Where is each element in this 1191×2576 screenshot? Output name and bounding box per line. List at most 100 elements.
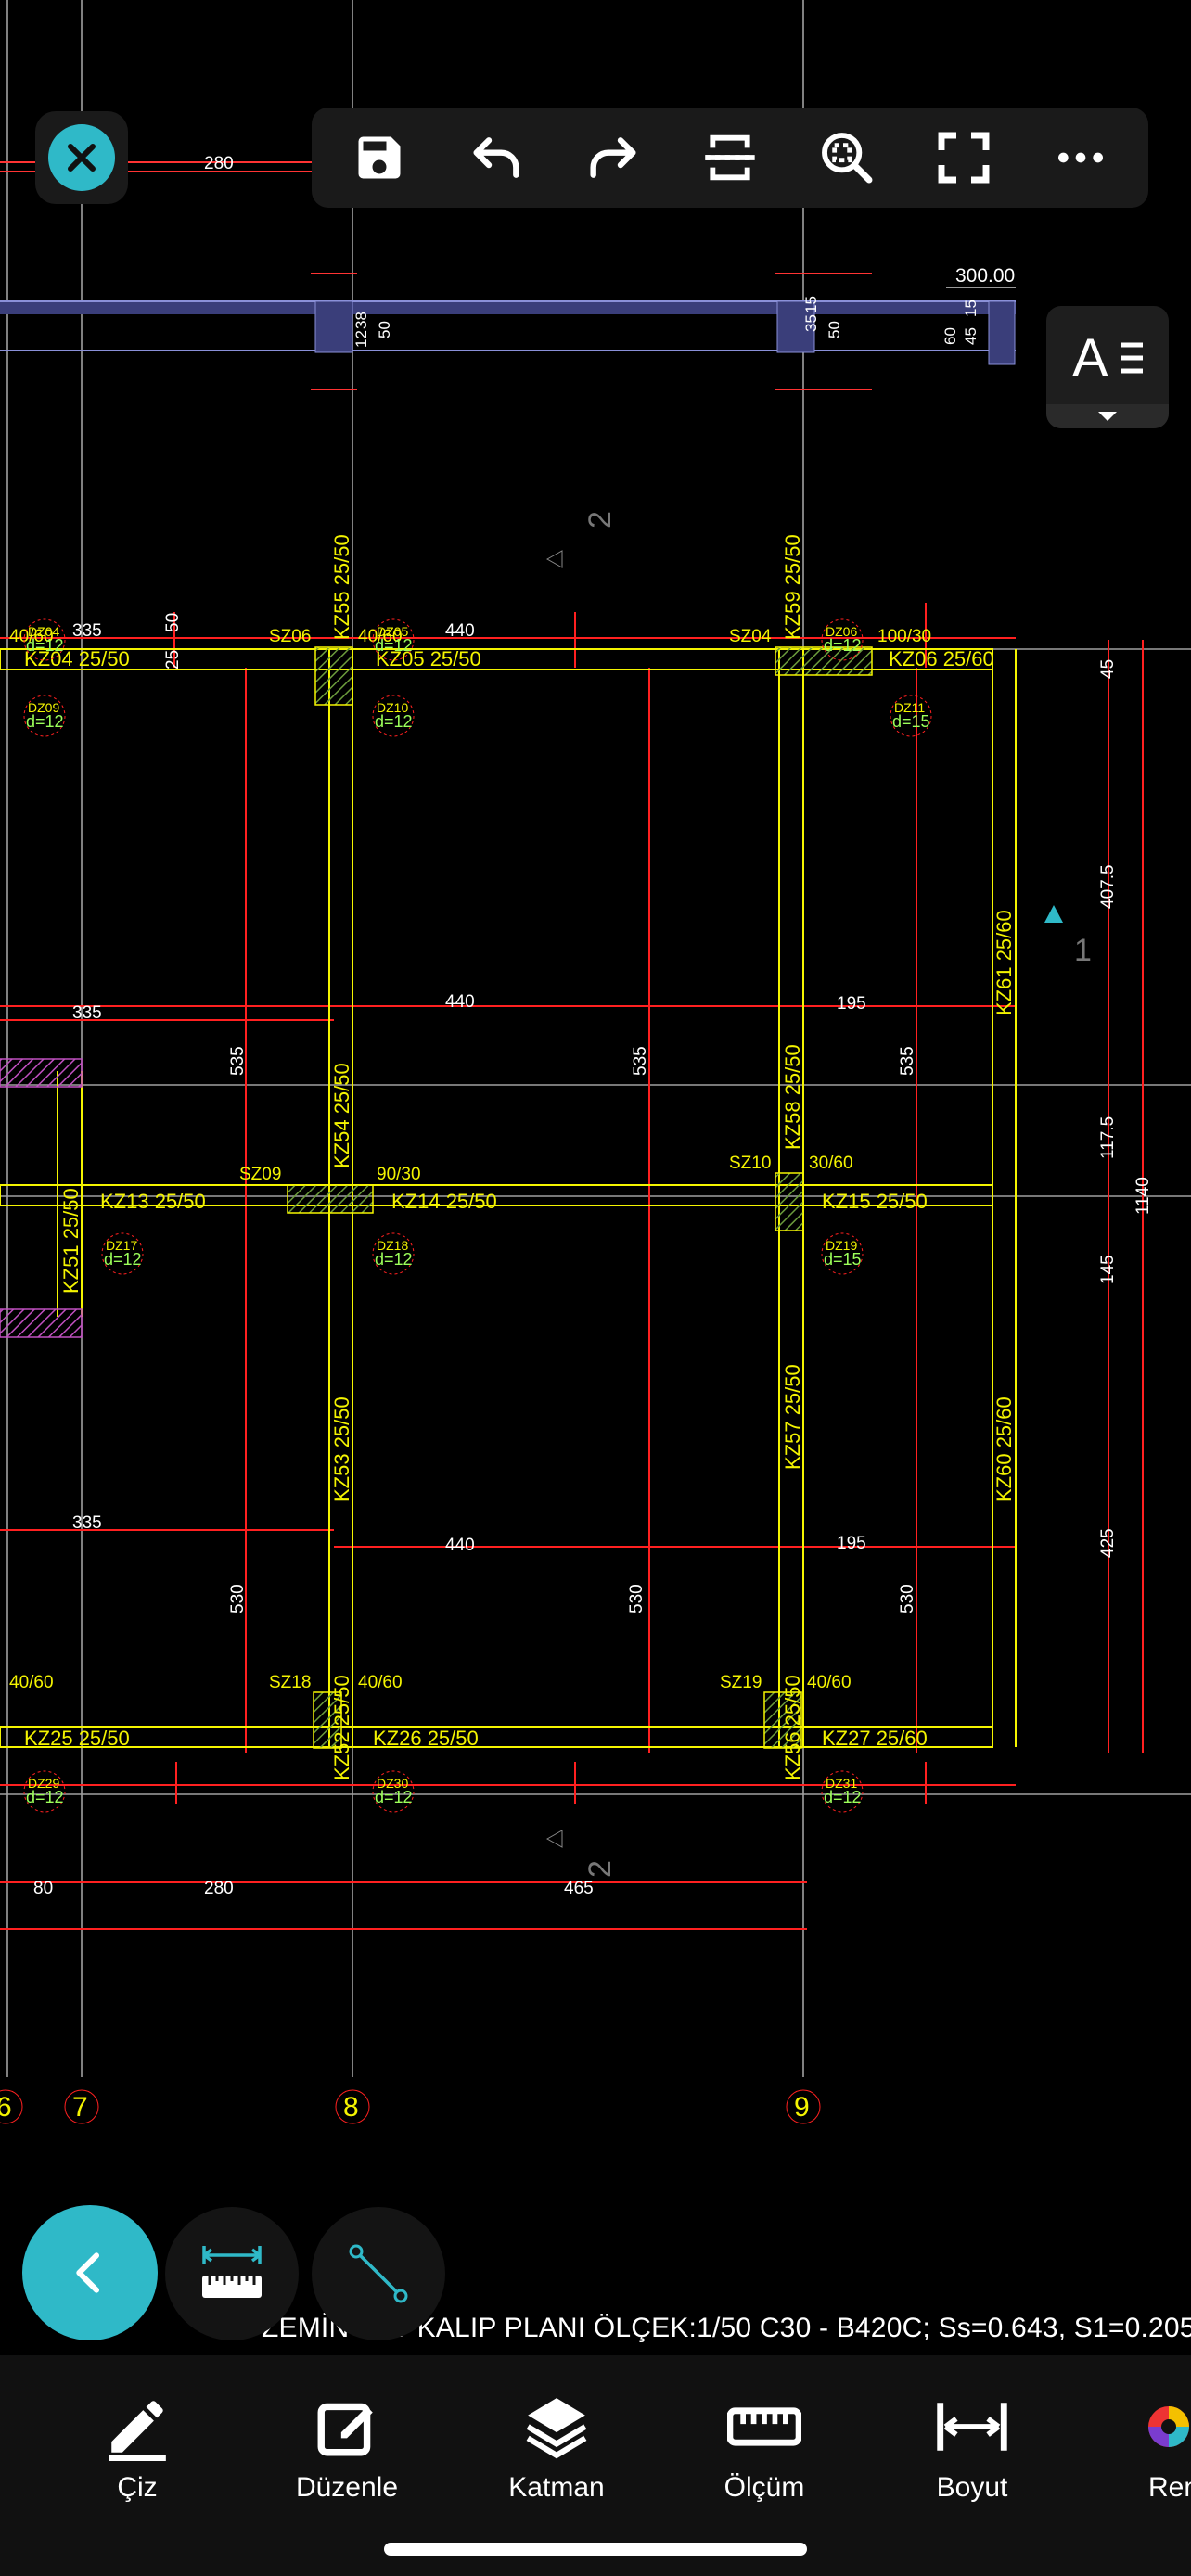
svg-text:KZ52 25/50: KZ52 25/50	[330, 1675, 353, 1780]
nav-measure[interactable]: Ölçüm	[681, 2389, 848, 2504]
svg-text:KZ58 25/50: KZ58 25/50	[781, 1044, 804, 1150]
close-button[interactable]	[35, 111, 128, 204]
beam-kz26: KZ26 25/50	[373, 1727, 479, 1750]
svg-text:SZ09: SZ09	[239, 1165, 281, 1184]
svg-text:7: 7	[72, 2092, 88, 2123]
svg-text:40/60: 40/60	[358, 627, 403, 646]
svg-text:A: A	[1072, 328, 1108, 389]
text-style-button[interactable]: A	[1046, 306, 1169, 428]
edit-icon	[317, 2403, 373, 2456]
svg-text:DZ05: DZ05	[377, 624, 408, 639]
svg-text:DZ10: DZ10	[377, 700, 408, 715]
ruler-icon	[202, 2246, 262, 2298]
svg-text:35: 35	[802, 314, 820, 332]
undo-button[interactable]	[457, 119, 535, 197]
svg-text:DZ09: DZ09	[28, 700, 59, 715]
svg-text:2: 2	[583, 511, 618, 529]
svg-text:d=12: d=12	[375, 1788, 413, 1806]
svg-text:45: 45	[962, 327, 980, 345]
beam-kz06: KZ06 25/60	[889, 647, 994, 670]
section-button[interactable]	[691, 119, 769, 197]
svg-text:50: 50	[376, 321, 393, 338]
svg-text:15: 15	[962, 300, 980, 317]
svg-text:195: 195	[837, 1534, 866, 1553]
svg-text:DZ31: DZ31	[826, 1776, 857, 1791]
svg-text:SZ04: SZ04	[729, 627, 772, 646]
svg-text:KZ53 25/50: KZ53 25/50	[330, 1396, 353, 1502]
save-icon	[358, 136, 401, 179]
svg-text:SZ06: SZ06	[269, 627, 311, 646]
nav-color[interactable]: Ren	[1095, 2389, 1191, 2504]
svg-text:407.5: 407.5	[1098, 864, 1118, 909]
svg-text:535: 535	[228, 1046, 248, 1076]
svg-text:280: 280	[204, 1879, 234, 1898]
nav-layer[interactable]: Katman	[473, 2389, 640, 2504]
svg-text:535: 535	[631, 1046, 650, 1076]
svg-text:DZ04: DZ04	[28, 624, 59, 639]
bottom-navigation: Çiz Düzenle Katman Ölçüm Boyut Ren	[0, 2355, 1191, 2576]
beam-kz05: KZ05 25/50	[376, 647, 481, 670]
ruler-tool-button[interactable]	[165, 2207, 299, 2340]
svg-text:DZ17: DZ17	[106, 1238, 137, 1253]
dimension-labels: 335 440 335 440 195 335 440 195 80 280 4…	[33, 613, 1153, 1898]
nav-dimension[interactable]: Boyut	[889, 2389, 1056, 2504]
top-toolbar	[312, 108, 1148, 208]
fullscreen-icon	[938, 132, 990, 184]
home-indicator[interactable]	[384, 2543, 807, 2556]
beam-kz25: KZ25 25/50	[24, 1727, 130, 1750]
beam-kz14: KZ14 25/50	[391, 1190, 497, 1213]
svg-text:50: 50	[826, 321, 843, 338]
svg-text:530: 530	[898, 1584, 917, 1613]
svg-text:45: 45	[1098, 659, 1118, 679]
section-markers: 2 1 2	[545, 511, 1092, 1878]
svg-text:12: 12	[352, 330, 370, 348]
svg-text:440: 440	[445, 621, 475, 641]
fullscreen-button[interactable]	[925, 119, 1003, 197]
svg-text:535: 535	[898, 1046, 917, 1076]
svg-text:117.5: 117.5	[1098, 1116, 1118, 1159]
section-elevation: 280 300.00 38 12 50 35 15 50 60 45 15	[0, 154, 1016, 390]
nav-draw[interactable]: Çiz	[54, 2389, 221, 2504]
svg-text:100/30: 100/30	[877, 627, 931, 646]
vertical-beam-labels: KZ55 25/50 KZ59 25/50 KZ54 25/50 KZ58 25…	[59, 534, 1016, 1780]
grid-bubble-8: 8	[335, 2089, 370, 2124]
text-style-icon: A	[1072, 328, 1143, 389]
svg-text:KZ55 25/50: KZ55 25/50	[330, 534, 353, 640]
back-button[interactable]	[22, 2205, 158, 2340]
section-icon	[705, 134, 755, 181]
save-button[interactable]	[340, 119, 418, 197]
zoom-extents-icon	[822, 133, 873, 184]
level-label: 300.00	[955, 265, 1015, 287]
dim-top-280: 280	[204, 154, 234, 173]
svg-text:d=12: d=12	[104, 1250, 142, 1269]
more-icon	[1058, 152, 1103, 163]
svg-text:1: 1	[1074, 933, 1092, 968]
svg-text:465: 465	[564, 1879, 594, 1898]
svg-text:40/60: 40/60	[358, 1673, 403, 1692]
svg-text:DZ06: DZ06	[826, 624, 857, 639]
svg-text:SZ18: SZ18	[269, 1673, 311, 1692]
redo-button[interactable]	[574, 119, 652, 197]
svg-text:DZ18: DZ18	[377, 1238, 408, 1253]
more-button[interactable]	[1042, 119, 1120, 197]
nav-edit[interactable]: Düzenle	[263, 2389, 430, 2504]
svg-text:KZ61 25/60: KZ61 25/60	[992, 910, 1016, 1015]
svg-text:38: 38	[352, 312, 370, 329]
svg-text:d=12: d=12	[824, 1788, 862, 1806]
grid-bubble-6: 6	[0, 2089, 23, 2124]
svg-text:d=12: d=12	[375, 636, 413, 655]
svg-text:30/60: 30/60	[809, 1154, 853, 1173]
svg-text:425: 425	[1098, 1528, 1118, 1558]
zoom-extents-button[interactable]	[808, 119, 886, 197]
svg-text:40/60: 40/60	[9, 627, 54, 646]
text-style-dropdown[interactable]	[1046, 404, 1169, 428]
cad-drawing-canvas[interactable]: 280 300.00 38 12 50 35 15 50 60 45 15	[0, 0, 1191, 2355]
svg-text:KZ54 25/50: KZ54 25/50	[330, 1063, 353, 1168]
svg-text:DZ19: DZ19	[826, 1238, 857, 1253]
svg-text:25: 25	[163, 650, 183, 670]
svg-text:9: 9	[794, 2092, 810, 2123]
line-tool-button[interactable]	[312, 2207, 445, 2340]
chevron-down-icon	[1098, 412, 1117, 421]
beam-kz04: KZ04 25/50	[24, 647, 130, 670]
